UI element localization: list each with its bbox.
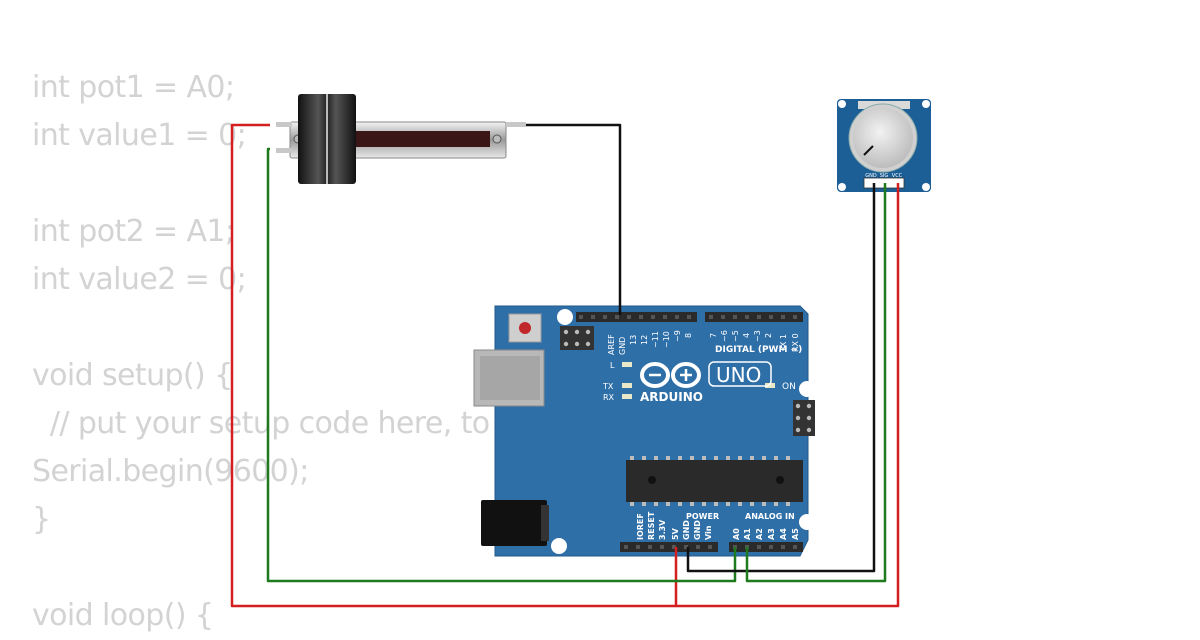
usb-port-inner (480, 356, 540, 400)
mount-hole (838, 183, 846, 191)
digital-header-label: DIGITAL (PWM ~) (715, 345, 802, 355)
code-line: } (32, 502, 51, 537)
arduino-infinity-logo-icon (640, 362, 701, 388)
wire-slider-gnd[interactable] (526, 123, 622, 315)
led-tx-label: TX (602, 382, 614, 391)
pin-left-bottom (276, 148, 292, 153)
digital-header-holes (579, 315, 797, 319)
pin-label: ~3 (753, 330, 762, 342)
led-on-label: ON (782, 382, 796, 392)
board-model-label: UNO (716, 363, 761, 387)
icsp-header-top (560, 326, 594, 350)
dial-knob[interactable] (853, 108, 913, 168)
chip-dimple (776, 476, 784, 484)
top-pin-labels: AREF GND 13 12 ~11 ~10 ~9 8 7 ~6 ~5 4 ~3… (607, 330, 800, 355)
pin-label: ~6 (720, 330, 729, 342)
uno-label-box (708, 361, 772, 387)
mount-hole (922, 183, 930, 191)
pin-label: 7 (709, 333, 718, 338)
pin-label: ~10 (662, 331, 671, 348)
led-on (765, 383, 775, 388)
pin-right (506, 122, 526, 127)
wire-slider-a0[interactable] (266, 147, 737, 583)
reset-button[interactable] (519, 322, 531, 334)
code-line: Serial.begin(9600); (32, 454, 309, 489)
code-line: // put your setup code here, to (32, 406, 490, 441)
wire-rotary-5v[interactable] (676, 183, 900, 608)
slide-potentiometer[interactable] (276, 94, 526, 184)
pin-label: A2 (755, 528, 764, 540)
module-pin-label-vcc: VCC (892, 173, 903, 179)
module-pin-label-sig: SIG (880, 173, 889, 179)
mount-hole (838, 100, 846, 108)
board-logo-text: ARDUINO (640, 390, 703, 404)
pin-label: IOREF (636, 513, 645, 540)
analog-header (729, 542, 803, 552)
pin-label: GND (693, 520, 702, 540)
pin-label: 3.3V (658, 519, 667, 540)
led-l-label: L (610, 361, 615, 370)
power-header-label: POWER (686, 512, 719, 521)
analog-pin-labels: A0 A1 A2 A3 A4 A5 (732, 528, 800, 540)
mount-hole (557, 309, 573, 325)
power-jack (481, 500, 547, 546)
pin-label: RESET (647, 511, 656, 540)
code-line: void setup() { (32, 358, 233, 393)
wires (230, 123, 900, 608)
pin-label: 8 (684, 333, 693, 338)
wire-rotary-a1[interactable] (745, 183, 887, 583)
screw-icon (492, 134, 502, 144)
module-pin-label-gnd: GND (865, 173, 877, 179)
code-line: void loop() { (32, 598, 214, 633)
chip-pins (630, 456, 790, 506)
pin-label: GND (682, 520, 691, 540)
pin-label: AREF (607, 334, 616, 355)
chip-dimple (648, 476, 656, 484)
pin-left-top (276, 122, 292, 127)
pin-label: GND (618, 337, 627, 355)
pin-label: A1 (743, 528, 752, 540)
led-l (622, 362, 632, 367)
pin-label: 4 (742, 333, 751, 338)
bottom-header-holes (624, 545, 797, 549)
code-line: int pot1 = A0; (32, 70, 235, 105)
pin-label: A4 (779, 528, 788, 540)
code-line: int pot2 = A1; (32, 214, 235, 249)
mount-hole (551, 538, 567, 554)
wire-slider-5v[interactable] (230, 123, 678, 608)
pin-label: A5 (791, 528, 800, 540)
digital-header-right (705, 312, 803, 322)
pin-label: ~9 (673, 330, 682, 342)
analog-header-label: ANALOG IN (745, 512, 795, 521)
digital-header-left (576, 312, 697, 322)
pin-label: ~11 (651, 331, 660, 348)
led-rx-label: RX (603, 393, 615, 402)
mount-hole (799, 514, 815, 530)
pin-label: RX 0 (791, 333, 800, 352)
pin-label: 5V (671, 527, 680, 540)
icsp-header-right (793, 400, 815, 436)
pin-label: A0 (732, 528, 741, 540)
led-tx (622, 383, 632, 388)
wire-rotary-gnd[interactable] (686, 183, 876, 573)
arduino-uno-board[interactable]: AREF GND 13 12 ~11 ~10 ~9 8 7 ~6 ~5 4 ~3… (473, 305, 815, 557)
pin-label: A3 (767, 528, 776, 540)
pin-label: 13 (629, 335, 638, 345)
pin-label: ~5 (731, 330, 740, 342)
mount-hole (799, 381, 815, 397)
power-header (620, 542, 718, 552)
pin-label: Vin (704, 525, 713, 540)
power-pin-labels: IOREF RESET 3.3V 5V GND GND Vin (636, 511, 713, 540)
power-jack-lip (541, 505, 549, 541)
pin-label: TX 1 (779, 334, 788, 353)
rotary-potentiometer-module[interactable]: GND SIG VCC (837, 99, 931, 192)
dial-indicator (863, 145, 874, 156)
led-rx (622, 394, 632, 399)
pin-label: 2 (764, 333, 773, 338)
mount-hole (922, 100, 930, 108)
pin-label: 12 (640, 335, 649, 345)
